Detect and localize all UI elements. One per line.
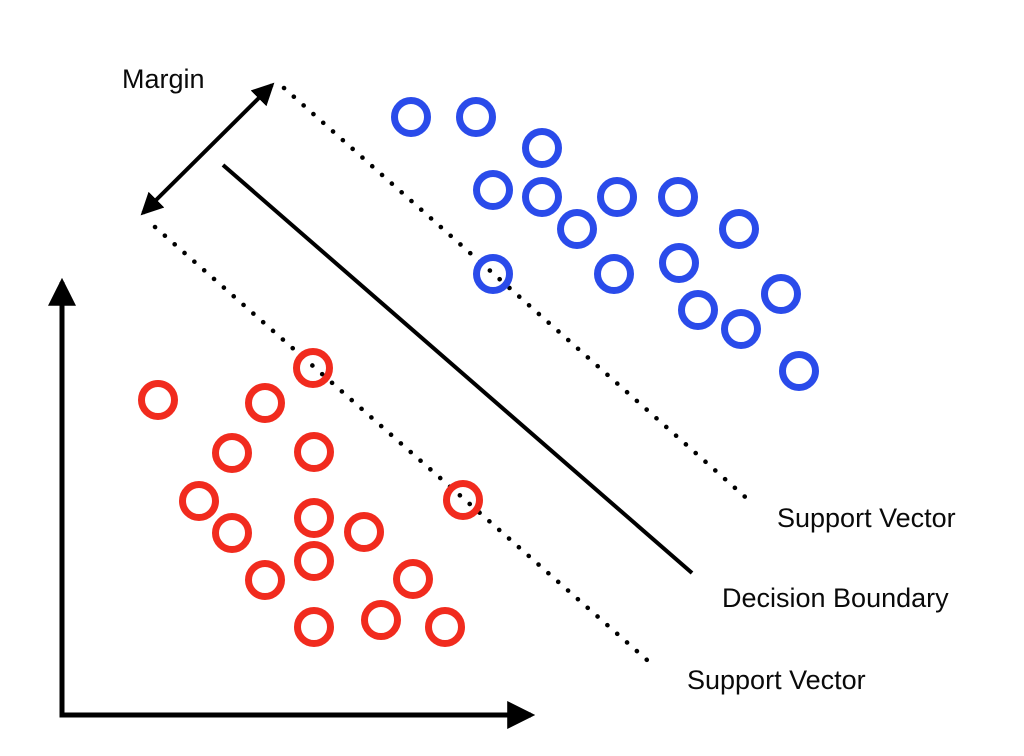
red-class-point — [294, 607, 334, 647]
blue-class-point — [473, 170, 513, 210]
blue-class-point — [522, 128, 562, 168]
blue-class-point — [597, 177, 637, 217]
blue-class-point — [557, 209, 597, 249]
blue-class-point — [522, 177, 562, 217]
cluster-blue — [391, 97, 819, 391]
red-class-point — [293, 348, 333, 388]
blue-class-point — [678, 290, 718, 330]
red-class-point — [344, 512, 384, 552]
decision-boundary-line — [221, 163, 694, 575]
red-class-point — [245, 560, 285, 600]
axis-arrows — [48, 277, 536, 729]
support-vector-line-upper — [281, 85, 755, 506]
blue-class-point — [659, 243, 699, 283]
red-class-point — [245, 383, 285, 423]
support-vector-upper-label: Support Vector — [777, 503, 956, 533]
red-class-point — [179, 481, 219, 521]
red-class-point — [212, 433, 252, 473]
blue-class-point — [721, 309, 761, 349]
support-vector-line-lower — [152, 224, 650, 663]
red-class-point — [425, 607, 465, 647]
margin-arrow — [140, 82, 275, 216]
blue-class-point — [473, 254, 513, 294]
red-class-point — [294, 541, 334, 581]
support-vector-lower-label: Support Vector — [687, 665, 866, 695]
red-class-point — [138, 380, 178, 420]
red-class-point — [443, 480, 483, 520]
red-class-point — [294, 432, 334, 472]
blue-class-point — [658, 177, 698, 217]
blue-class-point — [391, 97, 431, 137]
decision-boundary-label: Decision Boundary — [722, 583, 949, 613]
blue-class-point — [779, 351, 819, 391]
cluster-red — [138, 348, 483, 647]
margin-label: Margin — [122, 64, 205, 94]
blue-class-point — [719, 209, 759, 249]
text-labels: Margin Support Vector Decision Boundary … — [122, 64, 956, 695]
blue-class-point — [456, 97, 496, 137]
blue-class-point — [761, 274, 801, 314]
margin-arrow-group — [140, 82, 275, 216]
red-class-point — [212, 513, 252, 553]
red-class-point — [294, 498, 334, 538]
separator-lines — [152, 85, 755, 663]
axes — [48, 277, 536, 729]
red-class-point — [393, 559, 433, 599]
red-class-point — [361, 600, 401, 640]
blue-class-point — [594, 254, 634, 294]
